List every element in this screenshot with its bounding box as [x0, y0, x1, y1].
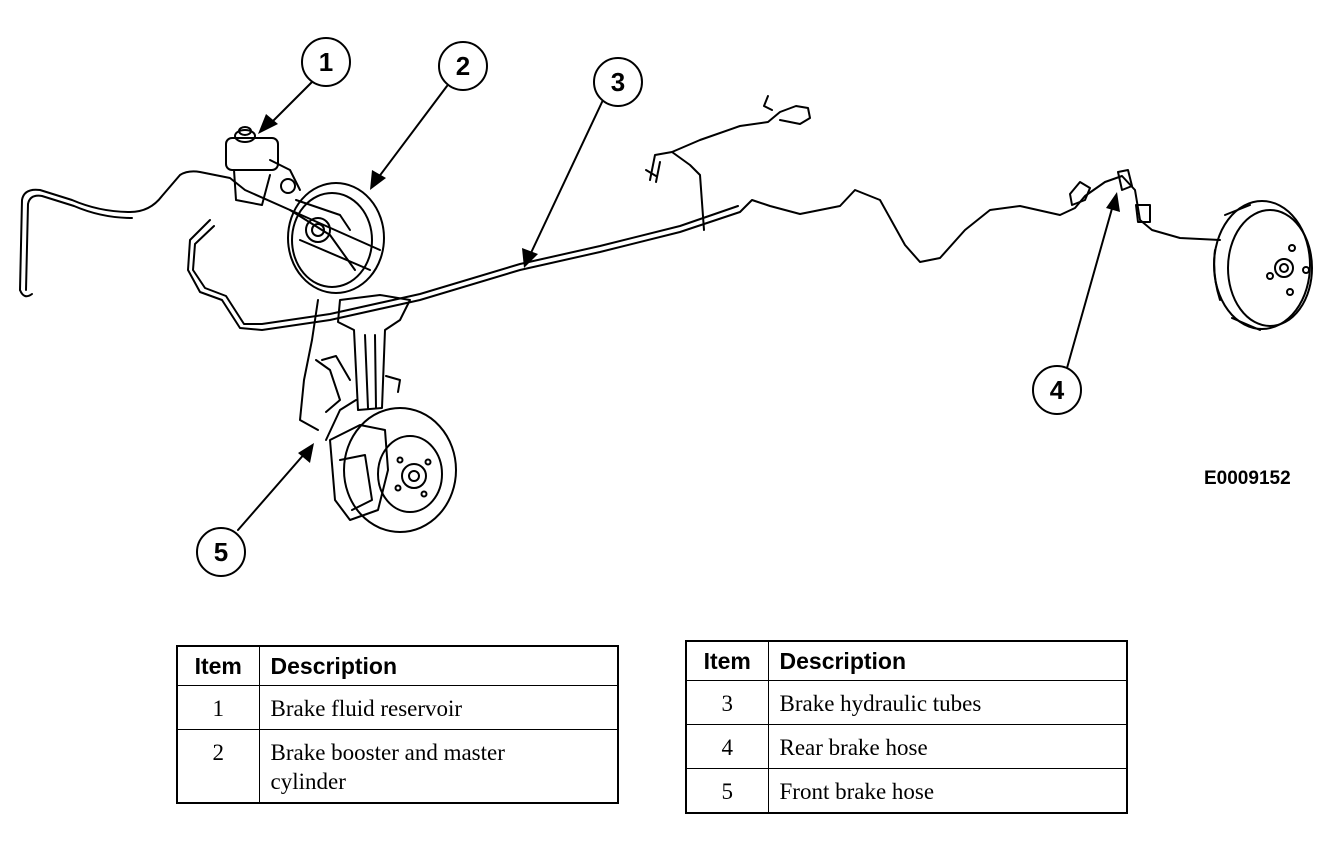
front-left-brake-tube [19, 170, 356, 291]
rear-upper-brake-tube [649, 95, 811, 231]
callout-circle-3 [593, 57, 643, 107]
leader-line-2 [377, 85, 448, 179]
callout-label-4: 4 [1050, 375, 1065, 405]
header-description: Description [258, 645, 619, 686]
table-row: 3 Brake hydraulic tubes [685, 680, 1128, 725]
rear-brake-drum-shape [1213, 200, 1313, 331]
front-strut-and-rotor-shape [325, 294, 457, 533]
brake-system-diagram: 1 2 3 4 5 [19, 37, 1313, 577]
callout-label-2: 2 [456, 51, 470, 81]
arrowhead-5 [298, 443, 314, 463]
item-description: Rear brake hose [767, 724, 1128, 769]
item-number: 5 [685, 768, 769, 814]
brake-hydraulic-tube-main [187, 175, 1221, 331]
table-header-row: Item Description [176, 645, 619, 686]
figure-id: E0009152 [1204, 468, 1291, 489]
item-number: 4 [685, 724, 769, 769]
item-description: Brake fluid reservoir [258, 685, 619, 730]
rear-brake-hose-shape [1069, 169, 1151, 223]
item-number: 2 [176, 729, 260, 804]
table-row: 4 Rear brake hose [685, 724, 1128, 769]
callout-label-5: 5 [214, 537, 228, 567]
arrowhead-3 [522, 248, 538, 268]
callout-circle-4 [1032, 365, 1082, 415]
item-description-line: cylinder [270, 769, 346, 794]
arrowhead-4 [1106, 192, 1120, 212]
front-brake-hose-shape [299, 299, 351, 431]
legend-table-left: Item Description 1 Brake fluid reservoir… [176, 645, 619, 804]
callout-label-3: 3 [611, 67, 625, 97]
table-row: 1 Brake fluid reservoir [176, 685, 619, 730]
table-row: 5 Front brake hose [685, 768, 1128, 814]
leader-line-3 [529, 99, 604, 256]
item-number: 3 [685, 680, 769, 725]
item-description: Brake hydraulic tubes [767, 680, 1128, 725]
header-item: Item [685, 640, 769, 681]
table-header-row: Item Description [685, 640, 1128, 681]
item-number: 1 [176, 685, 260, 730]
callout-circle-2 [438, 41, 488, 91]
arrowhead-1 [258, 114, 278, 134]
item-description: Front brake hose [767, 768, 1128, 814]
leader-line-1 [269, 81, 313, 125]
item-description-line: Brake booster and master [270, 740, 505, 765]
callout-circle-5 [196, 527, 246, 577]
arrowhead-2 [370, 170, 386, 190]
legend-table-right: Item Description 3 Brake hydraulic tubes… [685, 640, 1128, 814]
brake-fluid-reservoir-shape [225, 126, 301, 206]
item-description: Brake booster and master cylinder [258, 729, 619, 804]
callout-circle-1 [301, 37, 351, 87]
table-row: 2 Brake booster and master cylinder [176, 729, 619, 804]
brake-booster-shape [287, 182, 385, 294]
header-item: Item [176, 645, 260, 686]
callout-label-1: 1 [319, 47, 333, 77]
leader-line-5 [237, 451, 307, 531]
leader-line-4 [1066, 204, 1114, 369]
header-description: Description [767, 640, 1128, 681]
